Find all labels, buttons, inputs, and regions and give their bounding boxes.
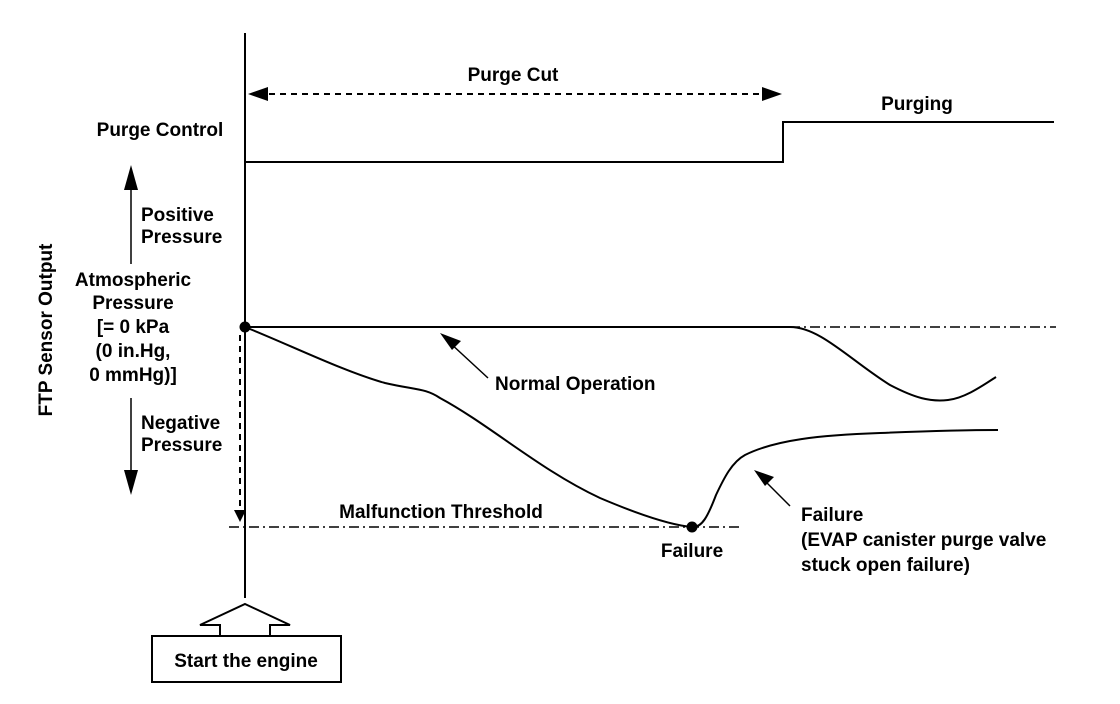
purge-cut-arrowhead-right [762,87,782,101]
start-engine-box [151,635,342,683]
positive-pressure-label-line2: Pressure [141,227,222,248]
atmospheric-label-line4: (0 in.Hg, [96,341,171,362]
purge-cut-arrowhead-left [248,87,268,101]
atmospheric-label-line5: 0 mmHg)] [89,365,177,386]
failure-curve [244,326,999,529]
start-engine-label: Start the engine [174,651,318,672]
atmospheric-label-line1: Atmospheric [75,270,192,291]
failure-point-marker [686,521,698,533]
malfunction-threshold-label: Malfunction Threshold [339,502,543,523]
failure-curve-label-line1: Failure [801,505,863,526]
failure-curve-label-line3: stuck open failure) [801,555,970,576]
atmospheric-label-line2: Pressure [92,293,173,314]
y-axis-label: FTP Sensor Output [36,243,57,416]
start-point-marker [239,321,251,333]
normal-operation-label: Normal Operation [495,374,655,395]
normal-operation-pointer-head [440,333,461,350]
negative-pressure-label-line1: Negative [141,413,220,434]
failure-point-label: Failure [661,541,723,562]
start-engine-hollow-arrow [199,602,291,637]
positive-pressure-label-line1: Positive [141,205,214,226]
failure-curve-label-line2: (EVAP canister purge valve [801,530,1046,551]
purge-control-line [245,121,1054,163]
normal-operation-pointer [448,341,489,379]
negative-pressure-arrowhead [124,470,138,495]
failure-curve-pointer-head [754,470,774,486]
purge-control-label: Purge Control [97,120,224,141]
purging-label: Purging [881,94,953,115]
start-dashed-arrowhead [234,510,246,522]
negative-pressure-label-line2: Pressure [141,435,222,456]
positive-pressure-arrowhead [124,165,138,190]
purge-cut-label: Purge Cut [468,65,559,86]
atmospheric-label-line3: [= 0 kPa [97,317,170,338]
normal-operation-curve [245,326,997,402]
